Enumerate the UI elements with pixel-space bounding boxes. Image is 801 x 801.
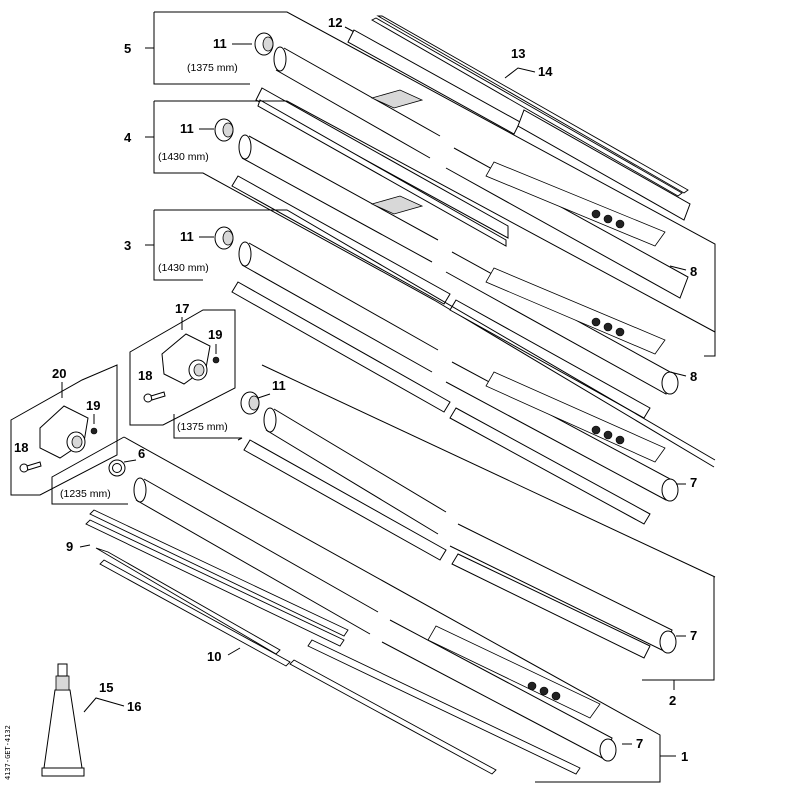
screw-18a-callout: 18 [138,368,152,383]
assembly-2-fitting-callout: 11 [272,378,286,393]
screw-icon [19,461,42,473]
nut-icon [90,427,98,435]
liner-tube-5 [255,87,509,247]
assembly-4-callout: 4 [124,130,132,145]
assembly-4-frame [154,100,716,333]
drive-tube-3 [238,241,679,502]
assembly-2-frame [261,364,716,578]
grease-15-callout: 15 [99,680,113,695]
drive-rod-9 [85,509,581,775]
bushing-11-icon [214,118,234,142]
clamp-17-icon [161,333,211,385]
tube-end-7b-callout: 7 [690,628,697,643]
assembly-1-fitting-callout: 6 [138,446,145,461]
tube-end-7c-callout: 7 [636,736,643,751]
drive-shaft-12 [371,15,689,197]
assembly-5-length: (1375 mm) [187,62,238,74]
drive-rod-callout: 9 [66,539,73,554]
clamp-20-callout: 20 [52,366,66,381]
nut-icon [212,356,220,364]
assembly-3-callout: 3 [124,238,131,253]
assembly-5-callout: 5 [124,41,131,56]
tube-end-8a-callout: 8 [690,264,697,279]
clamp-17-callout: 17 [175,301,189,316]
shaft-part-13-callout: 13 [511,46,525,61]
assembly-3-fitting-callout: 11 [180,229,194,244]
drive-tube-1 [133,477,617,762]
drawing-code: 4137-GET-4132 [4,725,12,780]
assembly-5-frame [154,11,716,357]
grease-tube [41,663,85,777]
tube-end-7a-callout: 7 [690,475,697,490]
tube-end-8b-callout: 8 [690,369,697,384]
clamp-assembly-17: 17 19 18 [129,301,236,426]
assembly-1-length: (1235 mm) [60,488,111,500]
warning-decal-1 [427,625,601,719]
assembly-1-frame [123,436,661,783]
drive-tube-2 [263,407,677,654]
warning-decal-3 [485,267,666,355]
nut-19a-callout: 19 [208,327,222,342]
assembly-2-length: (1375 mm) [177,421,228,433]
assembly-3-length: (1430 mm) [158,262,209,274]
assembly-2: (1375 mm) 11 7 2 [173,364,716,708]
screw-icon [143,391,166,403]
assembly-4-fitting-callout: 11 [180,121,194,136]
flex-shaft-callout: 10 [207,649,221,664]
bushing-11-icon [240,391,260,415]
bushing-11-icon [214,226,234,250]
assembly-5: 5 (1375 mm) 11 12 13 14 [124,11,716,357]
nut-19b-callout: 19 [86,398,100,413]
warning-decal-4 [485,161,666,247]
grease-16-callout: 16 [127,699,141,714]
screw-18b-callout: 18 [14,440,28,455]
assembly-1: (1235 mm) 6 9 10 [51,436,688,783]
drive-tube-5 [273,46,689,299]
clamp-assembly-20: 20 19 18 [10,364,118,496]
assembly-2-callout: 2 [669,693,676,708]
bushing-11-icon [254,32,274,56]
clamp-20-icon [39,405,89,459]
warning-decal-2 [485,371,666,463]
assembly-1-callout: 1 [681,749,688,764]
shaft-part-14-callout: 14 [538,64,553,79]
assembly-3: 3 (1430 mm) 11 8 7 [124,209,716,525]
clamp-ring-6-icon [108,459,126,477]
assembly-4-length: (1430 mm) [158,151,209,163]
assembly-5-fitting-callout: 11 [213,36,227,51]
drive-shaft-callout: 12 [328,15,342,30]
flex-shaft-10 [95,547,497,775]
assembly-3-frame [154,209,716,461]
